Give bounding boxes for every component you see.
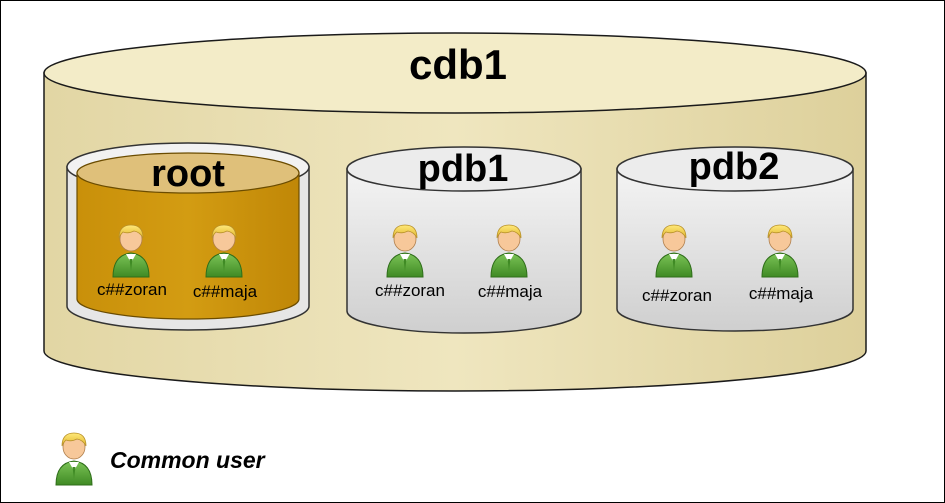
pdb1-user-maja: c##maja — [478, 224, 543, 301]
common-user-icon — [55, 432, 93, 486]
user-label: c##maja — [193, 282, 258, 301]
pdb2-user-maja: c##maja — [749, 224, 814, 303]
cdb-title: cdb1 — [409, 41, 507, 88]
user-label: c##zoran — [642, 286, 712, 305]
container-pdb1: pdb1 c##zoran c##maja — [346, 146, 582, 334]
container-root: root c##zoran c##maja — [66, 142, 310, 331]
legend: Common user — [55, 432, 266, 486]
pdb1-user-zoran: c##zoran — [375, 224, 445, 300]
root-user-zoran: c##zoran — [97, 224, 167, 299]
container-pdb2: pdb2 c##zoran c##maja — [616, 146, 854, 332]
user-label: c##maja — [749, 284, 814, 303]
user-label: c##zoran — [97, 280, 167, 299]
container-title-pdb2: pdb2 — [689, 146, 780, 188]
container-title-pdb1: pdb1 — [418, 148, 509, 190]
legend-label: Common user — [110, 447, 266, 473]
user-label: c##maja — [478, 282, 543, 301]
pdb2-user-zoran: c##zoran — [642, 224, 712, 305]
container-title-root: root — [151, 153, 225, 195]
root-user-maja: c##maja — [193, 224, 258, 301]
user-label: c##zoran — [375, 281, 445, 300]
